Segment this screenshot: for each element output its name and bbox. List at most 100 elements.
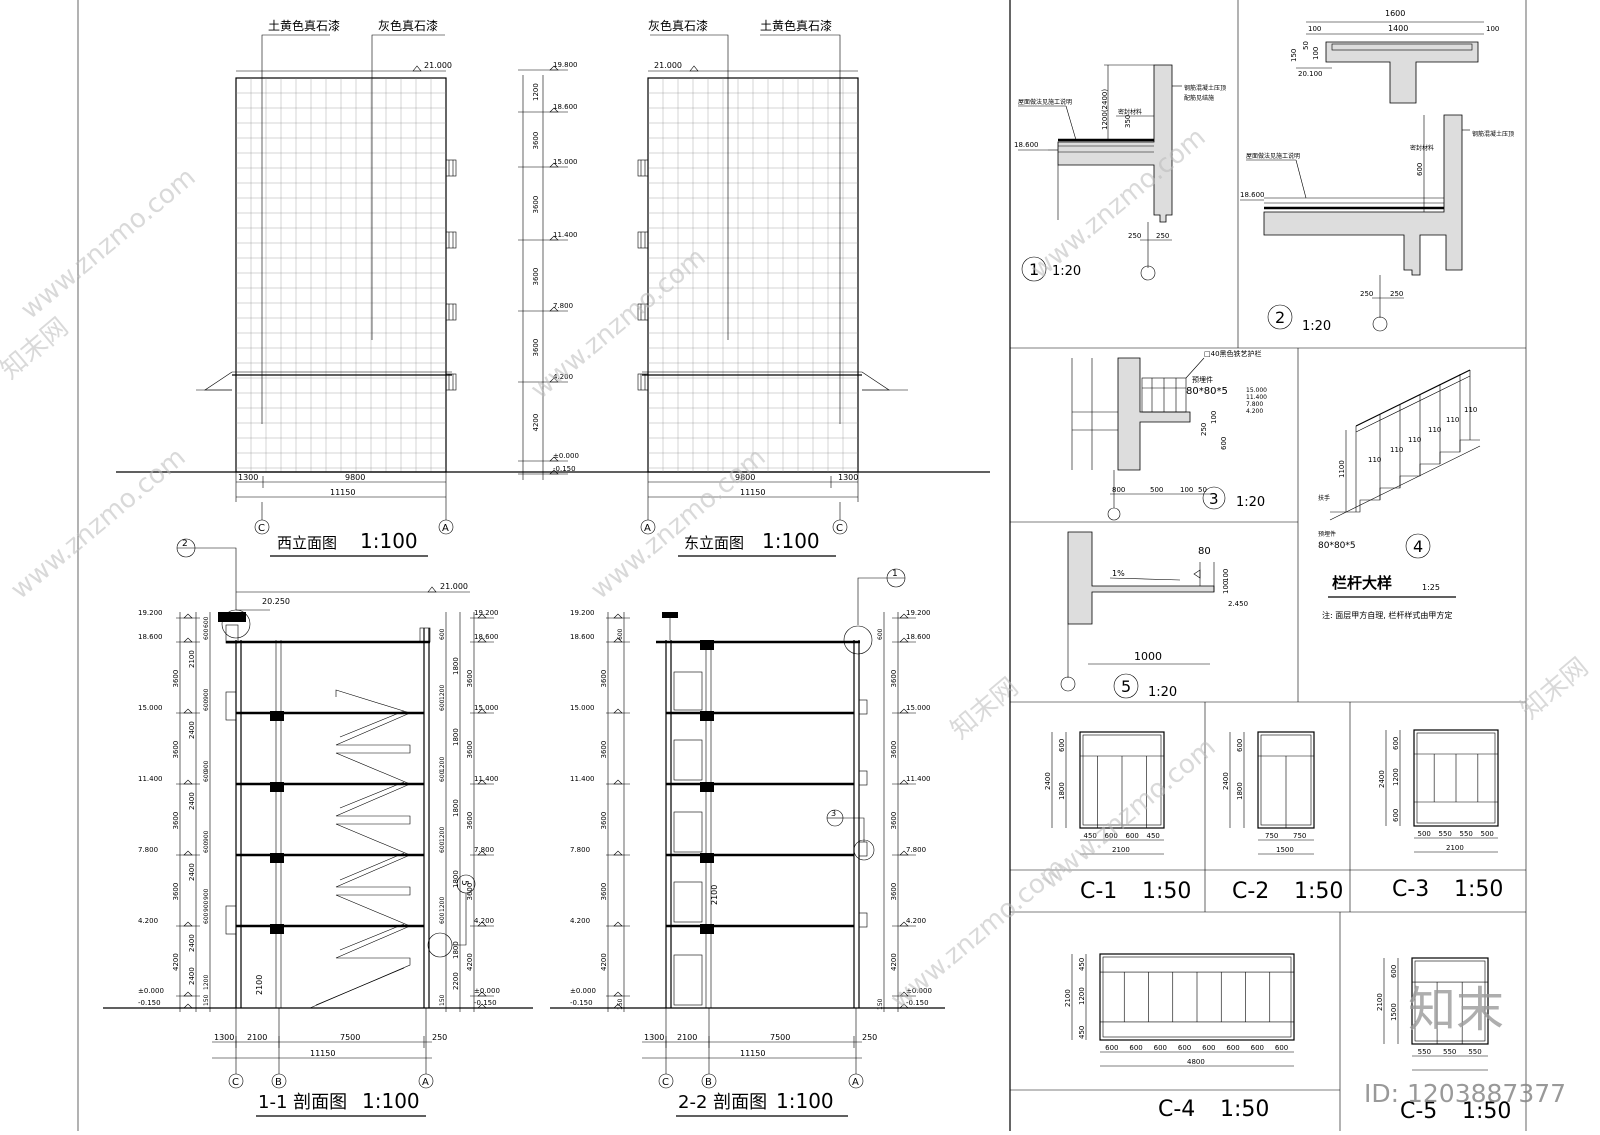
west-dim-2: 9800: [345, 473, 365, 482]
section-level-marker: [899, 708, 909, 714]
section-level-label: -0.150: [138, 999, 161, 1007]
section-level-marker: [899, 850, 909, 856]
section1-left-sub-dim: 2400: [188, 721, 196, 739]
section2-left-dims: 19.20018.60015.00011.4007.8004.200±0.000…: [570, 609, 630, 1012]
level-scale-gap: 3600: [532, 132, 540, 150]
section1-right-small-dim: 600: [439, 912, 446, 924]
section2-axis-b: B: [705, 1077, 712, 1088]
detail5-level: 2.450: [1228, 600, 1248, 608]
detail1-dim-b: 250: [1156, 232, 1169, 240]
window-width-sub: 550: [1460, 830, 1473, 838]
level-marker: [549, 235, 559, 241]
level-scale-level: 19.800: [553, 61, 578, 69]
detail-1: 18.600 屋面做法见施工说明 密封材料 钢筋混凝土压顶 配筋见结施 1200…: [1014, 64, 1226, 282]
detail1-note-rc: 钢筋混凝土压顶: [1184, 84, 1226, 92]
section-level-label: 7.800: [138, 846, 158, 854]
section-level-marker: [899, 779, 909, 785]
detail2-dim-100b: 100: [1486, 25, 1499, 33]
section-level-marker: [183, 991, 193, 997]
window-frame: [1099, 953, 1295, 1041]
detail3-bottom-800: 800: [1112, 486, 1125, 494]
level-scale-level: 11.400: [553, 231, 578, 239]
level-scale-level: 4.200: [553, 373, 573, 381]
window-height: 2100: [1064, 989, 1072, 1007]
section1-right-small-dim: 1200: [439, 685, 446, 700]
window-width: 4800: [1187, 1058, 1205, 1066]
detail4-spacing-1: 110: [1368, 456, 1381, 464]
window-height-sub: 450: [1078, 1026, 1086, 1039]
window-frame: [1413, 729, 1499, 827]
detail2-note-seal: 密封材料: [1410, 144, 1434, 152]
section-level-label: 11.400: [138, 775, 163, 783]
section2-callout-3: 3: [831, 809, 836, 818]
section1-top-level: 21.000: [440, 582, 468, 591]
section1-right-floor-dim: 3600: [466, 883, 474, 901]
level-marker: [549, 306, 559, 312]
window-width-sub: 500: [1481, 830, 1494, 838]
section-level-label: 4.200: [906, 917, 926, 925]
west-top-level: 21.000: [424, 61, 452, 70]
window-width-sub: 450: [1147, 832, 1160, 840]
section2-left-floor-dim: 3600: [600, 670, 608, 688]
detail5-dim-v1: 100: [1222, 569, 1230, 582]
section-level-marker: [899, 1003, 909, 1009]
watermark-url-1: www.znzmo.com: [15, 162, 201, 325]
section-level-marker: [183, 1003, 193, 1009]
section1-left-floor-dim: 3600: [172, 741, 180, 759]
west-elevation-scale: 1:100: [360, 529, 418, 553]
level-marker: [549, 107, 559, 113]
section-level-marker: [477, 921, 487, 927]
watermark-url-7: www.znzmo.com: [885, 852, 1071, 1015]
detail4-note-embed: 预埋件: [1318, 530, 1336, 538]
window-scale: 1:50: [1294, 879, 1343, 904]
west-axis-left: C: [258, 523, 265, 534]
section1-right-small-dim: 1200: [439, 897, 446, 912]
window-width-sub: 600: [1226, 1044, 1239, 1052]
section2-scale: 1:100: [776, 1089, 834, 1113]
section1-right-sub-dim: 1800: [452, 728, 460, 746]
section2-left-floor-dim: 3600: [600, 883, 608, 901]
detail4-spacing-4: 110: [1428, 426, 1441, 434]
window-width-sub: 600: [1129, 1044, 1142, 1052]
east-axis-right: C: [836, 523, 843, 534]
east-dim-2: 1300: [838, 473, 858, 482]
window-width-sub: 750: [1293, 832, 1306, 840]
window-width-sub: 600: [1178, 1044, 1191, 1052]
section1-right-dims: 19.20018.60015.00011.4007.8004.200±0.000…: [439, 609, 500, 1012]
section2-title: 2-2 剖面图: [678, 1092, 767, 1113]
detail5-scale: 1:20: [1148, 685, 1177, 700]
section1-parapet-level: 20.250: [262, 597, 290, 606]
section-level-label: 18.600: [138, 633, 163, 641]
section-level-marker: [183, 921, 193, 927]
section1-left-small-dim: 600: [203, 628, 210, 640]
section2-right-floor-dim: 3600: [890, 741, 898, 759]
section1-inner-dim: 2100: [255, 975, 264, 995]
section-level-label: ±0.000: [906, 987, 932, 995]
detail1-dim-350: 350: [1124, 115, 1132, 128]
section-level-marker: [183, 708, 193, 714]
section1-right-floor-dim: 4200: [466, 953, 474, 971]
section1-left-small-dim: 600: [203, 912, 210, 924]
window-height-sub: 1500: [1390, 1003, 1398, 1021]
section-level-label: 7.800: [906, 846, 926, 854]
level-scale-gap: 4200: [532, 414, 540, 432]
section1-axis-b: B: [275, 1077, 282, 1088]
section2-axis-a: A: [852, 1077, 859, 1088]
section1-right-sub-dim: 1800: [452, 941, 460, 959]
window-name: C-2: [1232, 879, 1269, 904]
section-level-label: -0.150: [906, 999, 929, 1007]
section-level-marker: [613, 637, 623, 643]
window-width-sub: 550: [1468, 1048, 1481, 1056]
window-height-sub: 600: [1392, 809, 1400, 822]
detail2-dim-a: 250: [1360, 290, 1373, 298]
detail3-level-4: 4.200: [1246, 408, 1263, 415]
window-width-sub: 500: [1418, 830, 1431, 838]
section2-bottom-dim-4: 250: [862, 1033, 877, 1042]
level-marker: [549, 377, 559, 383]
window-height: 2400: [1044, 772, 1052, 790]
section-level-label: 4.200: [138, 917, 158, 925]
window-width-sub: 600: [1154, 1044, 1167, 1052]
